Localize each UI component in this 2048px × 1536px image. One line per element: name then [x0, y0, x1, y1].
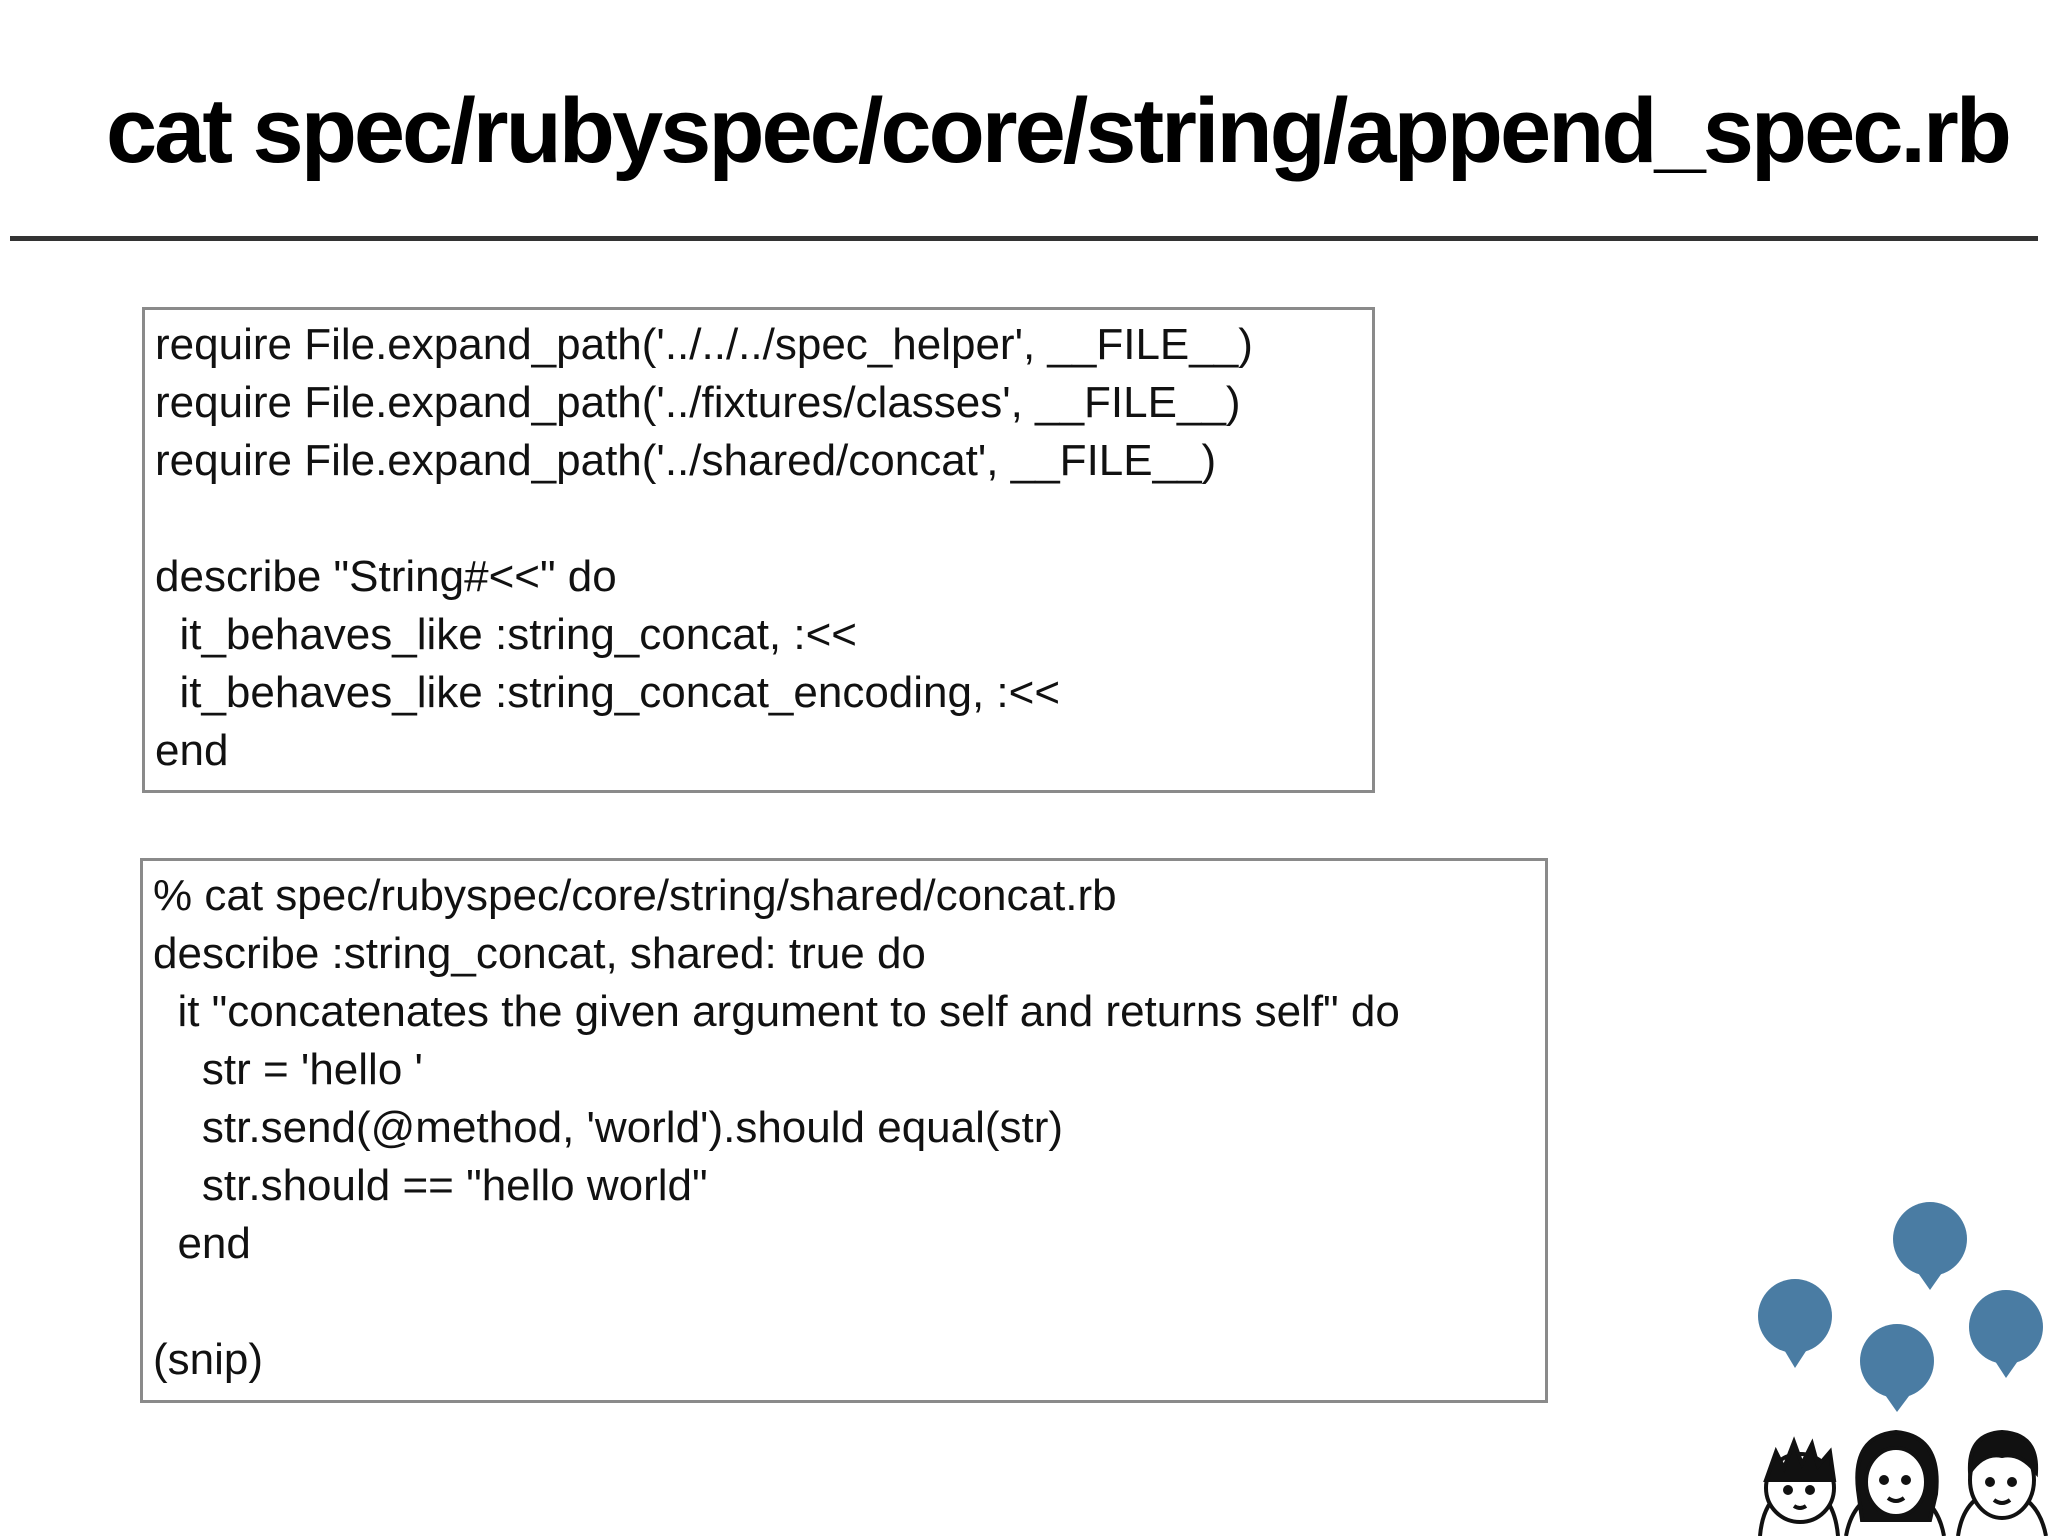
code-line: str.should == "hello world": [153, 1161, 708, 1210]
code-line: it_behaves_like :string_concat_encoding,…: [155, 668, 1061, 717]
code-line: describe :string_concat, shared: true do: [153, 929, 926, 978]
code-line: % cat spec/rubyspec/core/string/shared/c…: [153, 871, 1117, 920]
code-line: require File.expand_path('../fixtures/cl…: [155, 378, 1241, 427]
people-with-speech-bubbles-icon: [1758, 1202, 2048, 1536]
code-line: end: [155, 726, 229, 775]
code-block-shared-concat: % cat spec/rubyspec/core/string/shared/c…: [140, 858, 1548, 1403]
code-line: describe "String#<<" do: [155, 552, 617, 601]
code-line: end: [153, 1219, 251, 1268]
code-line: str.send(@method, 'world').should equal(…: [153, 1103, 1064, 1152]
code-line: require File.expand_path('../shared/conc…: [155, 436, 1217, 485]
code-line: require File.expand_path('../../../spec_…: [155, 320, 1253, 369]
code-line: [155, 490, 1372, 548]
code-line: it "concatenates the given argument to s…: [153, 987, 1400, 1036]
code-line: str = 'hello ': [153, 1045, 423, 1094]
code-line: [153, 1273, 1545, 1331]
code-line: it_behaves_like :string_concat, :<<: [155, 610, 857, 659]
code-line: (snip): [153, 1335, 264, 1384]
slide-title: cat spec/rubyspec/core/string/append_spe…: [106, 80, 2012, 182]
code-block-append-spec: require File.expand_path('../../../spec_…: [142, 307, 1375, 793]
title-divider: [10, 236, 2038, 241]
